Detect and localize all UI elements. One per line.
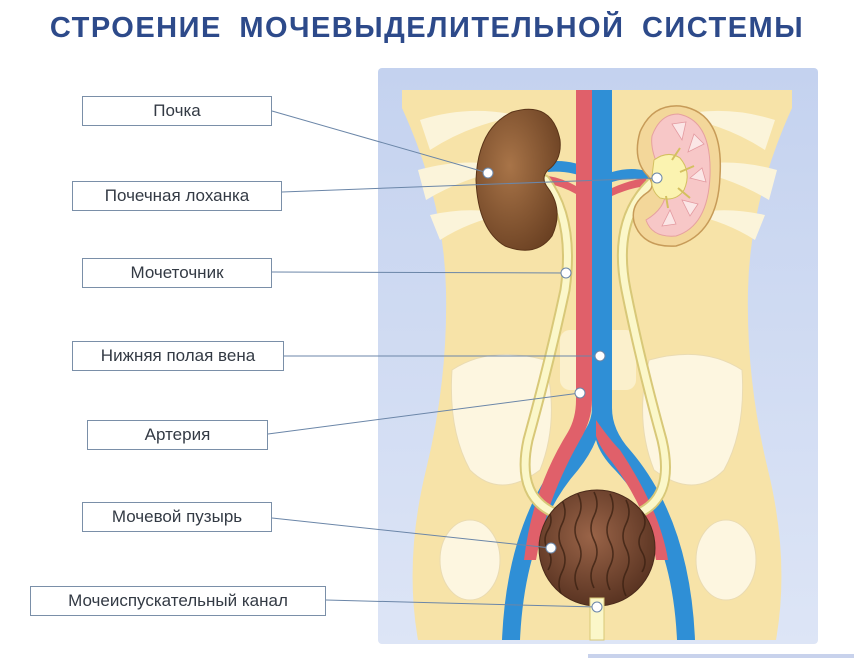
- label-inferior-vena-cava: Нижняя полая вена: [72, 341, 284, 371]
- page-title: СТРОЕНИЕ МОЧЕВЫДЕЛИТЕЛЬНОЙ СИСТЕМЫ: [49, 12, 805, 44]
- marker-dots: [482, 167, 663, 613]
- label-bladder: Мочевой пузырь: [82, 502, 272, 532]
- marker-ureter: [560, 267, 572, 279]
- right-kidney-section: [632, 105, 722, 247]
- marker-kidney: [482, 167, 494, 179]
- marker-bladder: [545, 542, 557, 554]
- label-kidney: Почка: [82, 96, 272, 126]
- label-renal-pelvis: Почечная лоханка: [72, 181, 282, 211]
- left-kidney: [475, 108, 561, 251]
- ureters-fill: [521, 176, 669, 519]
- label-artery: Артерия: [87, 420, 268, 450]
- marker-artery: [574, 387, 586, 399]
- label-urethra: Мочеиспускательный канал: [30, 586, 326, 616]
- marker-renal-pelvis: [651, 172, 663, 184]
- leader-lines: [267, 110, 658, 608]
- label-ureter: Мочеточник: [82, 258, 272, 288]
- marker-vena-cava: [594, 350, 606, 362]
- bottom-rule: [588, 654, 854, 658]
- marker-urethra: [591, 601, 603, 613]
